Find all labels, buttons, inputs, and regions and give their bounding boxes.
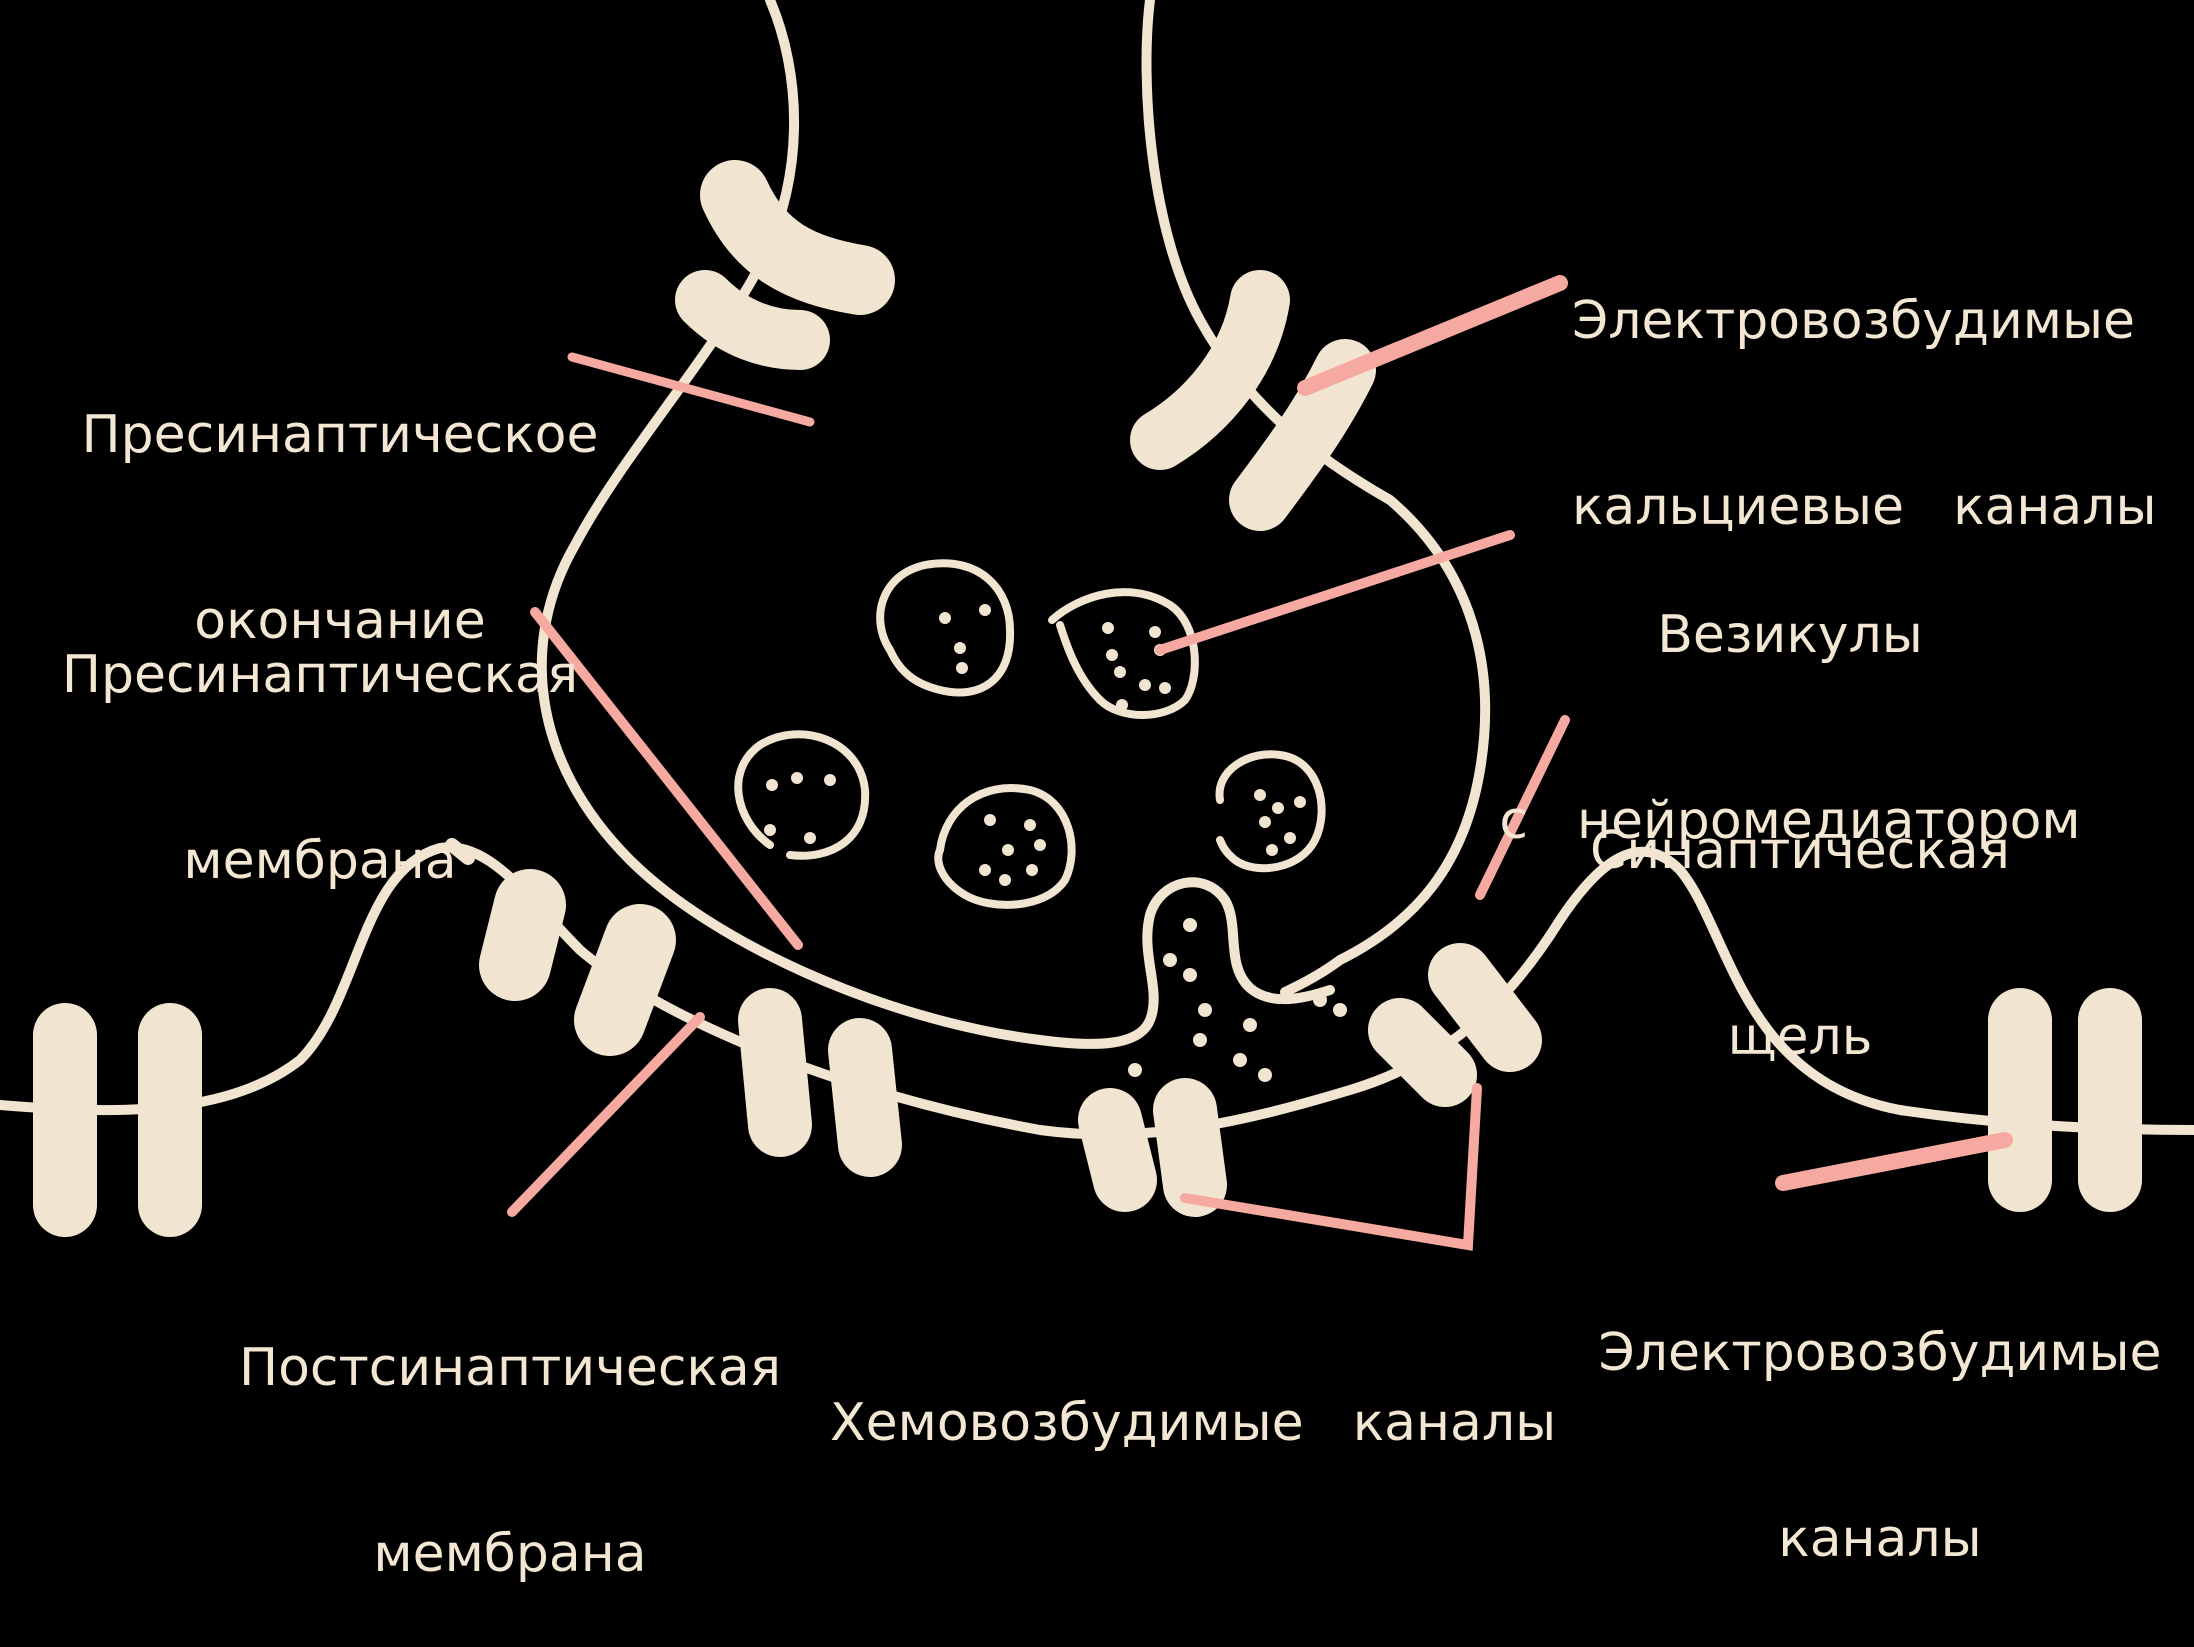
- calcium-channel-left: [675, 160, 895, 370]
- label-excitable-channels-line1: Электровозбудимые: [1598, 1323, 2162, 1383]
- label-calcium-channels: Электровозбудимые кальциевые каналы: [1572, 166, 2172, 600]
- pointer-presynaptic-membrane: [530, 607, 803, 950]
- excitable-channel-right: [1988, 988, 2142, 1212]
- label-calcium-channels-line2: кальциевые каналы: [1572, 477, 2157, 537]
- label-postsynaptic-membrane-line1: Постсинаптическая: [239, 1338, 781, 1398]
- label-chemoexcitable-channels: Хемовозбудимые каналы: [830, 1268, 1557, 1516]
- vesicle: [734, 730, 870, 860]
- label-excitable-channels-line2: каналы: [1778, 1509, 1982, 1569]
- vesicle: [876, 559, 1015, 697]
- label-presynaptic-membrane-line2: мембрана: [183, 831, 457, 891]
- label-chemoexcitable-channels-line1: Хемовозбудимые каналы: [830, 1393, 1557, 1453]
- label-synaptic-cleft-line2: щель: [1727, 1007, 1873, 1067]
- pointer-postsynaptic-membrane: [507, 1012, 705, 1217]
- label-presynaptic-membrane-line1: Пресинаптическая: [61, 645, 579, 705]
- label-vesicles-line1: Везикулы: [1657, 605, 1923, 665]
- label-vesicles-line2: с нейромедиатором: [1499, 791, 2081, 851]
- vesicle: [1048, 588, 1199, 719]
- pointer-lines: [507, 275, 2013, 1251]
- label-synaptic-cleft-line1: Синаптическая: [1590, 821, 2010, 881]
- chemoexcitable-channel-center: [1078, 1078, 1227, 1217]
- vesicles: [734, 559, 1326, 909]
- label-presynaptic-terminal-line2: окончание: [194, 591, 486, 651]
- vesicle: [1215, 750, 1326, 873]
- membrane-nub: [445, 838, 475, 865]
- label-synaptic-cleft: Синаптическая щель: [1540, 696, 2060, 1130]
- neurotransmitter-dots: [764, 604, 1347, 1082]
- label-excitable-channels: Электровозбудимые каналы: [1580, 1198, 2180, 1632]
- excitable-channel-left: [33, 1003, 202, 1237]
- pointer-vesicles: [1155, 530, 1515, 655]
- background: [0, 0, 2194, 1498]
- presynaptic-membrane-right: [1141, 0, 1491, 997]
- label-presynaptic-terminal: Пресинаптическое окончание: [60, 280, 620, 714]
- calcium-channel-right: [1130, 270, 1376, 531]
- label-vesicles: Везикулы с нейромедиатором: [1490, 480, 2090, 914]
- synapse-diagram: [0, 0, 2194, 1498]
- pointer-synaptic-cleft: [1475, 715, 1570, 900]
- label-postsynaptic-membrane: Постсинаптическая мембрана: [200, 1213, 820, 1647]
- label-presynaptic-terminal-line1: Пресинаптическое: [81, 405, 599, 465]
- label-postsynaptic-membrane-line2: мембрана: [373, 1524, 647, 1584]
- pointer-presynaptic-terminal: [567, 352, 815, 427]
- pointer-calcium-channels: [1297, 275, 1568, 396]
- postsynaptic-channels-left: [479, 869, 902, 1177]
- pointer-excitable-channels: [1775, 1132, 2013, 1191]
- vesicle: [934, 784, 1076, 909]
- label-calcium-channels-line1: Электровозбудимые: [1572, 291, 2136, 351]
- chemoexcitable-channel-right: [1368, 943, 1542, 1107]
- label-presynaptic-membrane: Пресинаптическая мембрана: [40, 520, 600, 954]
- pointer-chemoexcitable-channels: [1180, 1083, 1482, 1251]
